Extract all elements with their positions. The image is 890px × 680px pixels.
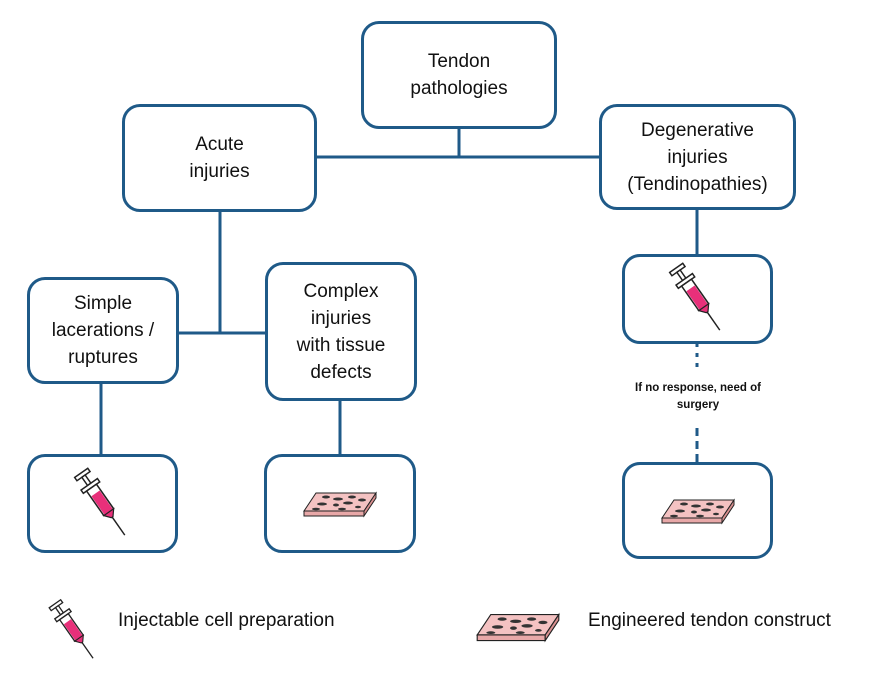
node-complex-treatment (264, 454, 416, 553)
syringe-icon (668, 262, 720, 331)
node-degenerative-injuries: Degenerative injuries (Tendinopathies) (599, 104, 796, 210)
syringe-icon (48, 598, 94, 659)
node-simple-treatment (27, 454, 178, 553)
node-acute-injuries: Acute injuries (122, 104, 317, 212)
node-label: Degenerative injuries (Tendinopathies) (627, 119, 768, 195)
node-degenerative-surgery (622, 462, 773, 559)
node-label: Tendon pathologies (410, 51, 508, 99)
tendon-construct-icon (303, 490, 377, 518)
node-complex-injuries: Complex injuries with tissue defects (265, 262, 417, 401)
node-label: Acute injuries (189, 134, 250, 182)
syringe-icon (73, 466, 125, 536)
node-label: Simple lacerations / ruptures (51, 293, 155, 368)
node-degenerative-treatment (622, 254, 773, 344)
node-tendon-pathologies: Tendon pathologies (361, 21, 557, 129)
legend-label-injectable: Injectable cell preparation (118, 610, 335, 631)
surgery-note: If no response, need of surgery (635, 382, 761, 411)
node-label: Complex injuries with tissue defects (296, 280, 386, 383)
tendon-construct-icon (660, 497, 735, 525)
tendon-construct-icon (476, 612, 560, 643)
legend-syringe-icon (44, 596, 104, 671)
legend-label-construct: Engineered tendon construct (588, 610, 831, 631)
legend-construct-icon (472, 610, 564, 649)
node-simple-lacerations: Simple lacerations / ruptures (27, 277, 179, 384)
